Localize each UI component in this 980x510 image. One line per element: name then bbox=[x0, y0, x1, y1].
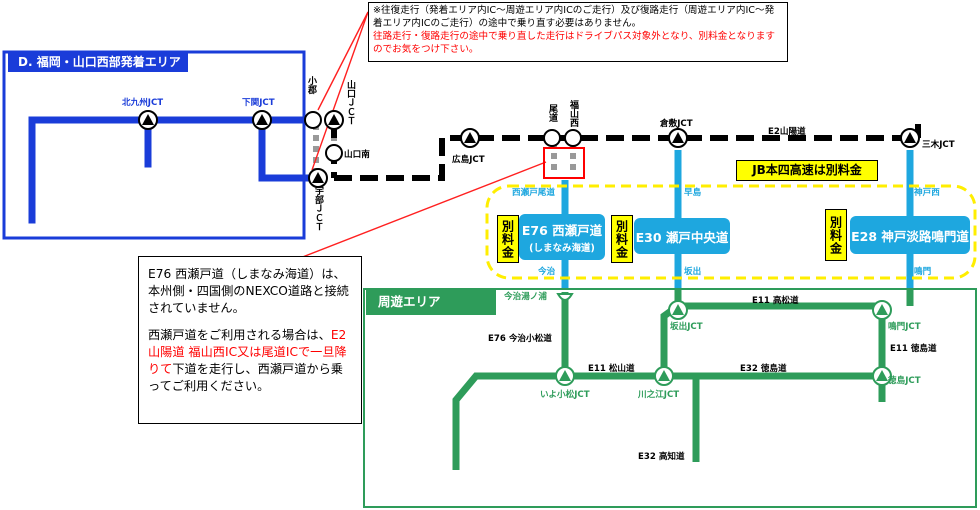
info-p2-text-a: 西瀬戸道をご利用される場合は、 bbox=[148, 328, 331, 342]
departure-roads bbox=[28, 116, 322, 224]
hiroshima-jct-marker bbox=[460, 128, 480, 148]
label-e32-tokushima: E32 徳島道 bbox=[740, 364, 787, 374]
label-ube-jct: 宇部ＪＣＴ bbox=[313, 186, 323, 231]
label-kobe-nishi: 神戸西 bbox=[914, 188, 940, 198]
kawanoe-jct-marker bbox=[654, 366, 674, 386]
onomichi-highlight-box bbox=[543, 147, 585, 179]
separate-fare-tag-e30: 別料金 bbox=[611, 215, 633, 263]
jb-fare-area bbox=[485, 184, 977, 280]
label-nishiseto-onomichi: 西瀬戸尾道 bbox=[512, 188, 555, 198]
tokushima-jct-marker bbox=[872, 366, 892, 386]
notice-box: ※往復走行（発着エリア内IC～周遊エリア内ICのご走行）及び復路走行（周遊エリア… bbox=[368, 2, 788, 62]
label-e11-matsuyama: E11 松山道 bbox=[588, 364, 635, 374]
route-e28-name: E28 神戸淡路鳴門道 bbox=[851, 228, 969, 244]
label-yamaguchi-jct: 山口ＪＣＴ bbox=[345, 80, 355, 125]
onomichi-connector bbox=[551, 142, 576, 175]
onomichi-ic-marker bbox=[543, 129, 561, 147]
callout-lines bbox=[299, 11, 547, 259]
kurashiki-jct-marker bbox=[668, 128, 688, 148]
label-miki-jct: 三木JCT bbox=[922, 140, 955, 150]
route-box-e76: E76 西瀬戸道 (しまなみ海道) bbox=[519, 214, 605, 260]
info-p2-text-b: 下道を走行し、西瀬戸道から乗ってご利用ください。 bbox=[148, 362, 343, 393]
yamaguchi-jct-marker bbox=[324, 110, 344, 130]
fukuyama-nishi-ic-marker bbox=[564, 129, 582, 147]
iyokomatsu-jct-marker bbox=[555, 366, 575, 386]
label-naruto: 鳴門 bbox=[914, 267, 932, 277]
label-imabari-yunoura: 今治湯ノ浦 bbox=[504, 292, 547, 302]
departure-area-title: D. 福岡・山口西部発着エリア bbox=[8, 52, 188, 72]
label-sakaide-jct: 坂出JCT bbox=[670, 322, 703, 332]
label-sakaide: 坂出 bbox=[684, 267, 702, 277]
label-e2-sanyo: E2山陽道 bbox=[768, 127, 806, 137]
label-tokushima-jct: 徳島JCT bbox=[888, 376, 921, 386]
label-fukuyama-nishi: 福山西 bbox=[568, 100, 578, 127]
label-imabari: 今治 bbox=[538, 267, 556, 277]
separate-fare-tag-e28: 別料金 bbox=[825, 209, 847, 261]
naruto-jct-marker bbox=[872, 300, 892, 320]
miki-jct-marker bbox=[900, 128, 920, 148]
tour-area-title: 周遊エリア bbox=[366, 289, 496, 315]
info-paragraph-1: E76 西瀬戸道（しまなみ海道）は、本州側・四国側のNEXCO道路と接続されてい… bbox=[148, 267, 349, 315]
shimonoseki-jct-marker bbox=[252, 110, 272, 130]
label-hiroshima-jct: 広島JCT bbox=[452, 155, 485, 165]
route-e76-sub: (しまなみ海道) bbox=[529, 243, 595, 254]
ic-markers bbox=[304, 111, 582, 162]
label-onomichi: 尾道 bbox=[547, 104, 557, 122]
route-e76-name: E76 西瀬戸道 bbox=[521, 223, 603, 238]
jct-markers bbox=[138, 110, 920, 386]
label-kitakyushu-jct: 北九州JCT bbox=[122, 98, 164, 108]
yamaguchi-minami-ic-marker bbox=[325, 144, 343, 162]
kitakyushu-jct-marker bbox=[138, 110, 158, 130]
separate-fare-tag-e76: 別料金 bbox=[497, 215, 519, 263]
label-ogori: 小郡 bbox=[306, 76, 316, 94]
label-yamaguchi-minami: 山口南 bbox=[344, 150, 370, 160]
label-hayashima: 早島 bbox=[684, 188, 702, 198]
info-p2-red: E2 山陽道 福山西IC又は尾道ICで一旦降りて bbox=[148, 328, 347, 376]
label-shimonoseki-jct: 下関JCT bbox=[242, 98, 275, 108]
route-e30-name: E30 瀬戸中央道 bbox=[635, 229, 729, 245]
notice-line-2: 往路走行・復路走行の途中で乗り直した走行はドライブパス対象外となり、別料金となり… bbox=[373, 31, 775, 55]
label-e76-imabari-komatsu: E76 今治小松道 bbox=[488, 334, 552, 344]
jb-fare-notice: JB本四高速は別料金 bbox=[736, 160, 878, 181]
sakaide-jct-marker bbox=[668, 300, 688, 320]
info-box: E76 西瀬戸道（しまなみ海道）は、本州側・四国側のNEXCO道路と接続されてい… bbox=[138, 256, 362, 424]
label-kurashiki-jct: 倉敷JCT bbox=[660, 119, 693, 129]
imabari-yunoura-terminus bbox=[556, 293, 574, 301]
label-naruto-jct: 鳴門JCT bbox=[888, 322, 921, 332]
label-e11-takamatsu: E11 高松道 bbox=[752, 296, 799, 306]
route-box-e28: E28 神戸淡路鳴門道 bbox=[850, 216, 970, 254]
ogori-ic-marker bbox=[304, 111, 322, 129]
label-iyokomatsu-jct: いよ小松JCT bbox=[540, 390, 590, 400]
label-kawanoe-jct: 川之江JCT bbox=[638, 390, 680, 400]
route-box-e30: E30 瀬戸中央道 bbox=[634, 218, 730, 254]
label-e32-kochi: E32 高知道 bbox=[638, 452, 685, 462]
tour-area-frame bbox=[363, 288, 977, 508]
notice-line-1: ※往復走行（発着エリア内IC～周遊エリア内ICのご走行）及び復路走行（周遊エリア… bbox=[373, 5, 775, 29]
ube-jct-marker bbox=[308, 168, 328, 188]
label-e11-tokushima: E11 徳島道 bbox=[890, 344, 937, 354]
info-paragraph-2: 西瀬戸道をご利用される場合は、E2 山陽道 福山西IC又は尾道ICで一旦降りて下… bbox=[148, 327, 352, 395]
